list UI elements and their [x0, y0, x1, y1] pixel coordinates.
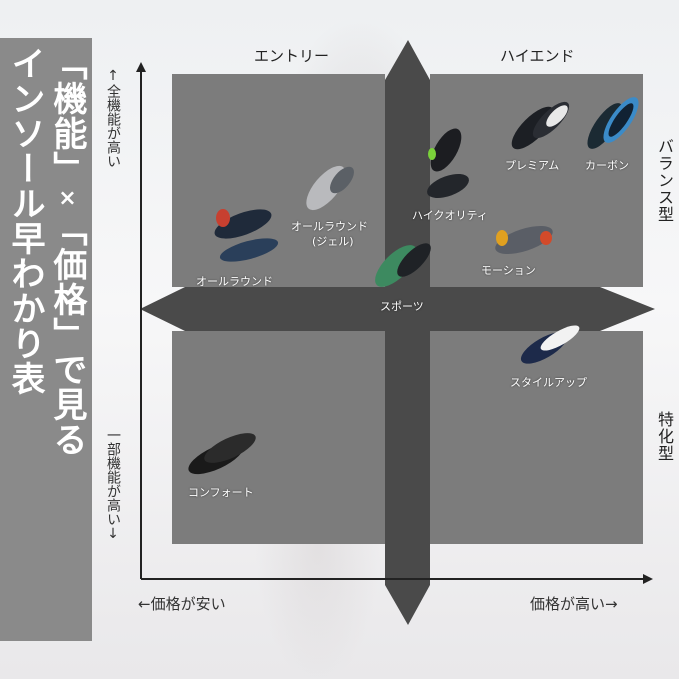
- title-kakaku: 「価格」: [47, 212, 87, 352]
- insole-comfort-icon: [188, 433, 256, 475]
- row-specialized: 特化型: [655, 411, 674, 462]
- vertical-arrow: [385, 40, 430, 625]
- label-allround-gel-1: オールラウンド: [291, 220, 368, 233]
- label-sports: スポーツ: [380, 300, 424, 313]
- quadrant-highend-specialized: [430, 331, 643, 544]
- label-motion: モーション: [481, 264, 536, 277]
- x-axis-left-label: ←価格が安い: [138, 595, 226, 613]
- title-times: ×: [55, 186, 80, 212]
- label-allround: オールラウンド: [196, 275, 273, 288]
- label-comfort: コンフォート: [188, 486, 254, 499]
- insole-style-up-icon: [520, 325, 580, 364]
- y-axis-arrowhead: [136, 62, 146, 72]
- title-line-2: インソール早わかり表: [5, 46, 45, 396]
- insole-premium-icon: [511, 101, 570, 150]
- insole-sports-icon: [375, 243, 431, 287]
- insole-high-quality-icon: [427, 128, 469, 199]
- y-axis-top-label: ↑全機能が高い: [105, 68, 121, 168]
- label-allround-gel-2: (ジェル): [312, 235, 354, 248]
- title-line-1: 「機能」×「価格」で見る: [47, 46, 87, 457]
- title-panel: 「機能」×「価格」で見る インソール早わかり表: [0, 38, 92, 641]
- title-kino: 「機能」: [47, 46, 87, 186]
- insole-carbon-icon: [587, 97, 639, 149]
- label-style-up: スタイルアップ: [510, 376, 587, 389]
- label-carbon: カーボン: [585, 159, 629, 172]
- x-axis-arrowhead: [643, 574, 653, 584]
- label-premium: プレミアム: [505, 159, 560, 172]
- insole-allround-icon: [214, 209, 279, 262]
- label-high-quality: ハイクオリティ: [412, 209, 488, 222]
- column-highend: ハイエンド: [500, 47, 575, 65]
- x-axis-right-label: 価格が高い→: [530, 595, 618, 613]
- row-balance: バランス型: [655, 138, 674, 223]
- y-axis-bottom-label: 一部機能が高い↓: [105, 428, 121, 542]
- insole-allround-gel-icon: [306, 165, 354, 211]
- insole-motion-icon: [495, 226, 553, 254]
- column-entry: エントリー: [254, 47, 330, 65]
- horizontal-arrow: [140, 287, 655, 331]
- quadrant-entry-specialized: [172, 331, 385, 544]
- title-de-miru: で見る: [47, 352, 87, 457]
